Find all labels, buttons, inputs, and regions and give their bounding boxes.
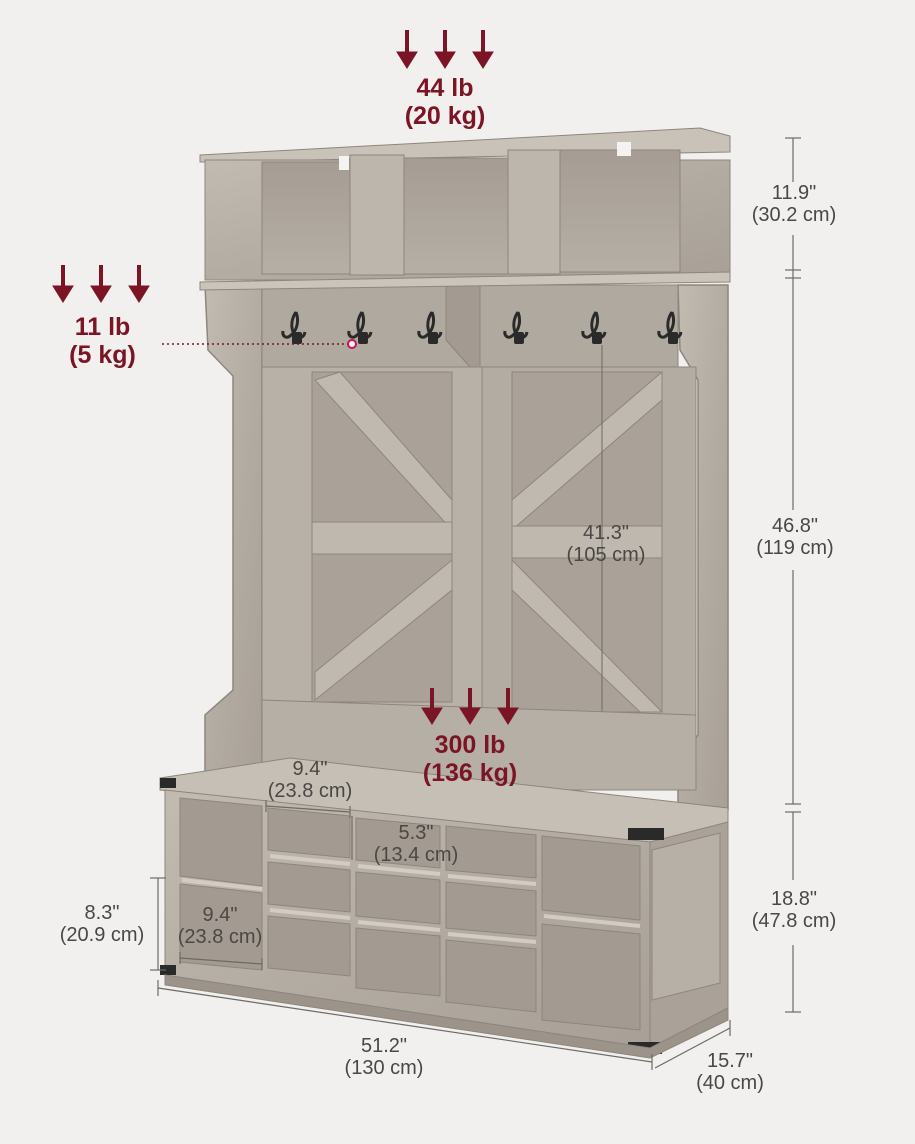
hook-load-label: 11 lb (5 kg) <box>69 313 136 369</box>
down-arrow-icon <box>52 265 74 303</box>
barn-door-panels <box>261 345 697 791</box>
door-height-label: 41.3" (105 cm) <box>566 522 646 567</box>
bench-height-label: 18.8" (47.8 cm) <box>751 888 837 933</box>
shoe-bench <box>159 757 729 1059</box>
total-width-label: 51.2" (130 cm) <box>344 1035 424 1080</box>
down-arrow-icon <box>497 688 519 725</box>
down-arrow-icon <box>421 688 443 725</box>
top-cubby-height-label: 11.9" (30.2 cm) <box>751 182 837 227</box>
middle-height-label: 46.8" (119 cm) <box>756 515 834 560</box>
cube-height-mid-label: 5.3" (13.4 cm) <box>373 822 459 867</box>
dimension-lines <box>150 137 801 1070</box>
hutch-frame <box>204 284 729 811</box>
cube-height-left-label: 8.3" (20.9 cm) <box>59 902 145 947</box>
top-cubby-shelf <box>199 127 731 291</box>
weight-arrows <box>52 30 519 725</box>
down-arrow-icon <box>128 265 150 303</box>
down-arrow-icon <box>396 30 418 69</box>
cube-width-top-label: 9.4" (23.8 cm) <box>267 758 353 803</box>
down-arrow-icon <box>472 30 494 69</box>
hook-marker <box>347 339 357 349</box>
down-arrow-icon <box>90 265 112 303</box>
down-arrow-icon <box>434 30 456 69</box>
top-shelf-load-label: 44 lb (20 kg) <box>404 74 486 130</box>
down-arrow-icon <box>459 688 481 725</box>
cube-width-left-label: 9.4" (23.8 cm) <box>177 904 263 949</box>
depth-label: 15.7" (40 cm) <box>696 1050 764 1095</box>
bench-load-label: 300 lb (136 kg) <box>422 731 518 787</box>
